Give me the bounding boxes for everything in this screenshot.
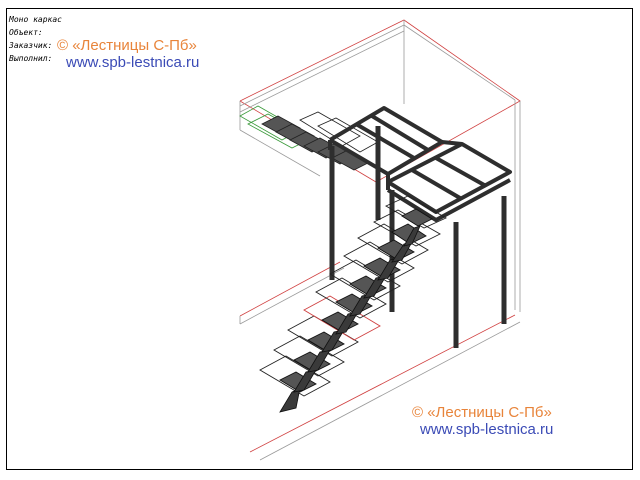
tread (391, 223, 427, 245)
room-edge (239, 30, 405, 113)
room-edge (239, 24, 516, 107)
watermark-url: www.spb-lestnica.ru (66, 54, 200, 71)
title-block-line: Моно каркас (9, 15, 62, 24)
tread (307, 331, 345, 353)
frame-beam (354, 122, 416, 160)
tread-outline (329, 259, 401, 301)
tread-outline (299, 111, 361, 147)
tread-outline (287, 315, 359, 357)
lower-treads (259, 195, 447, 397)
tread-outline (315, 277, 387, 319)
title-block-line: Заказчик: (9, 41, 53, 50)
mono-stringer (279, 225, 421, 413)
watermark-copyright: © «Лестницы С-Пб» (412, 404, 552, 421)
tread-outline (357, 223, 429, 265)
tread (401, 208, 433, 227)
frame-beam (441, 140, 463, 146)
room-edge (239, 267, 345, 325)
frame-beam (435, 156, 487, 188)
watermark-top: © «Лестницы С-Пб» www.spb-lestnica.ru (57, 37, 199, 71)
frame-beam (410, 168, 462, 200)
room-edge (259, 321, 521, 461)
title-block: Моно каркас Объект: Заказчик: Выполнил: (9, 13, 62, 65)
room-outline (239, 19, 521, 461)
upper-treads (239, 105, 379, 171)
frame-beam (370, 114, 430, 152)
title-block-line: Выполнил: (9, 54, 53, 63)
title-block-line: Объект: (9, 28, 43, 37)
tread-outline (303, 295, 381, 341)
watermark-copyright: © «Лестницы С-Пб» (57, 37, 197, 54)
frame-beam (386, 178, 511, 222)
support-posts (329, 126, 507, 348)
watermark-url: www.spb-lestnica.ru (420, 421, 554, 438)
watermark-bottom: © «Лестницы С-Пб» www.spb-lestnica.ru (412, 404, 553, 438)
tread-outline (343, 241, 415, 283)
room-edge (249, 314, 516, 453)
room-edge (239, 129, 321, 177)
tread (279, 371, 317, 393)
tread-outline (273, 335, 345, 377)
landing-frame (328, 106, 512, 222)
room-edge (239, 261, 341, 317)
tread (293, 351, 331, 373)
stringer (403, 225, 421, 247)
tread-outline (259, 355, 331, 397)
drawing-frame (6, 8, 633, 470)
